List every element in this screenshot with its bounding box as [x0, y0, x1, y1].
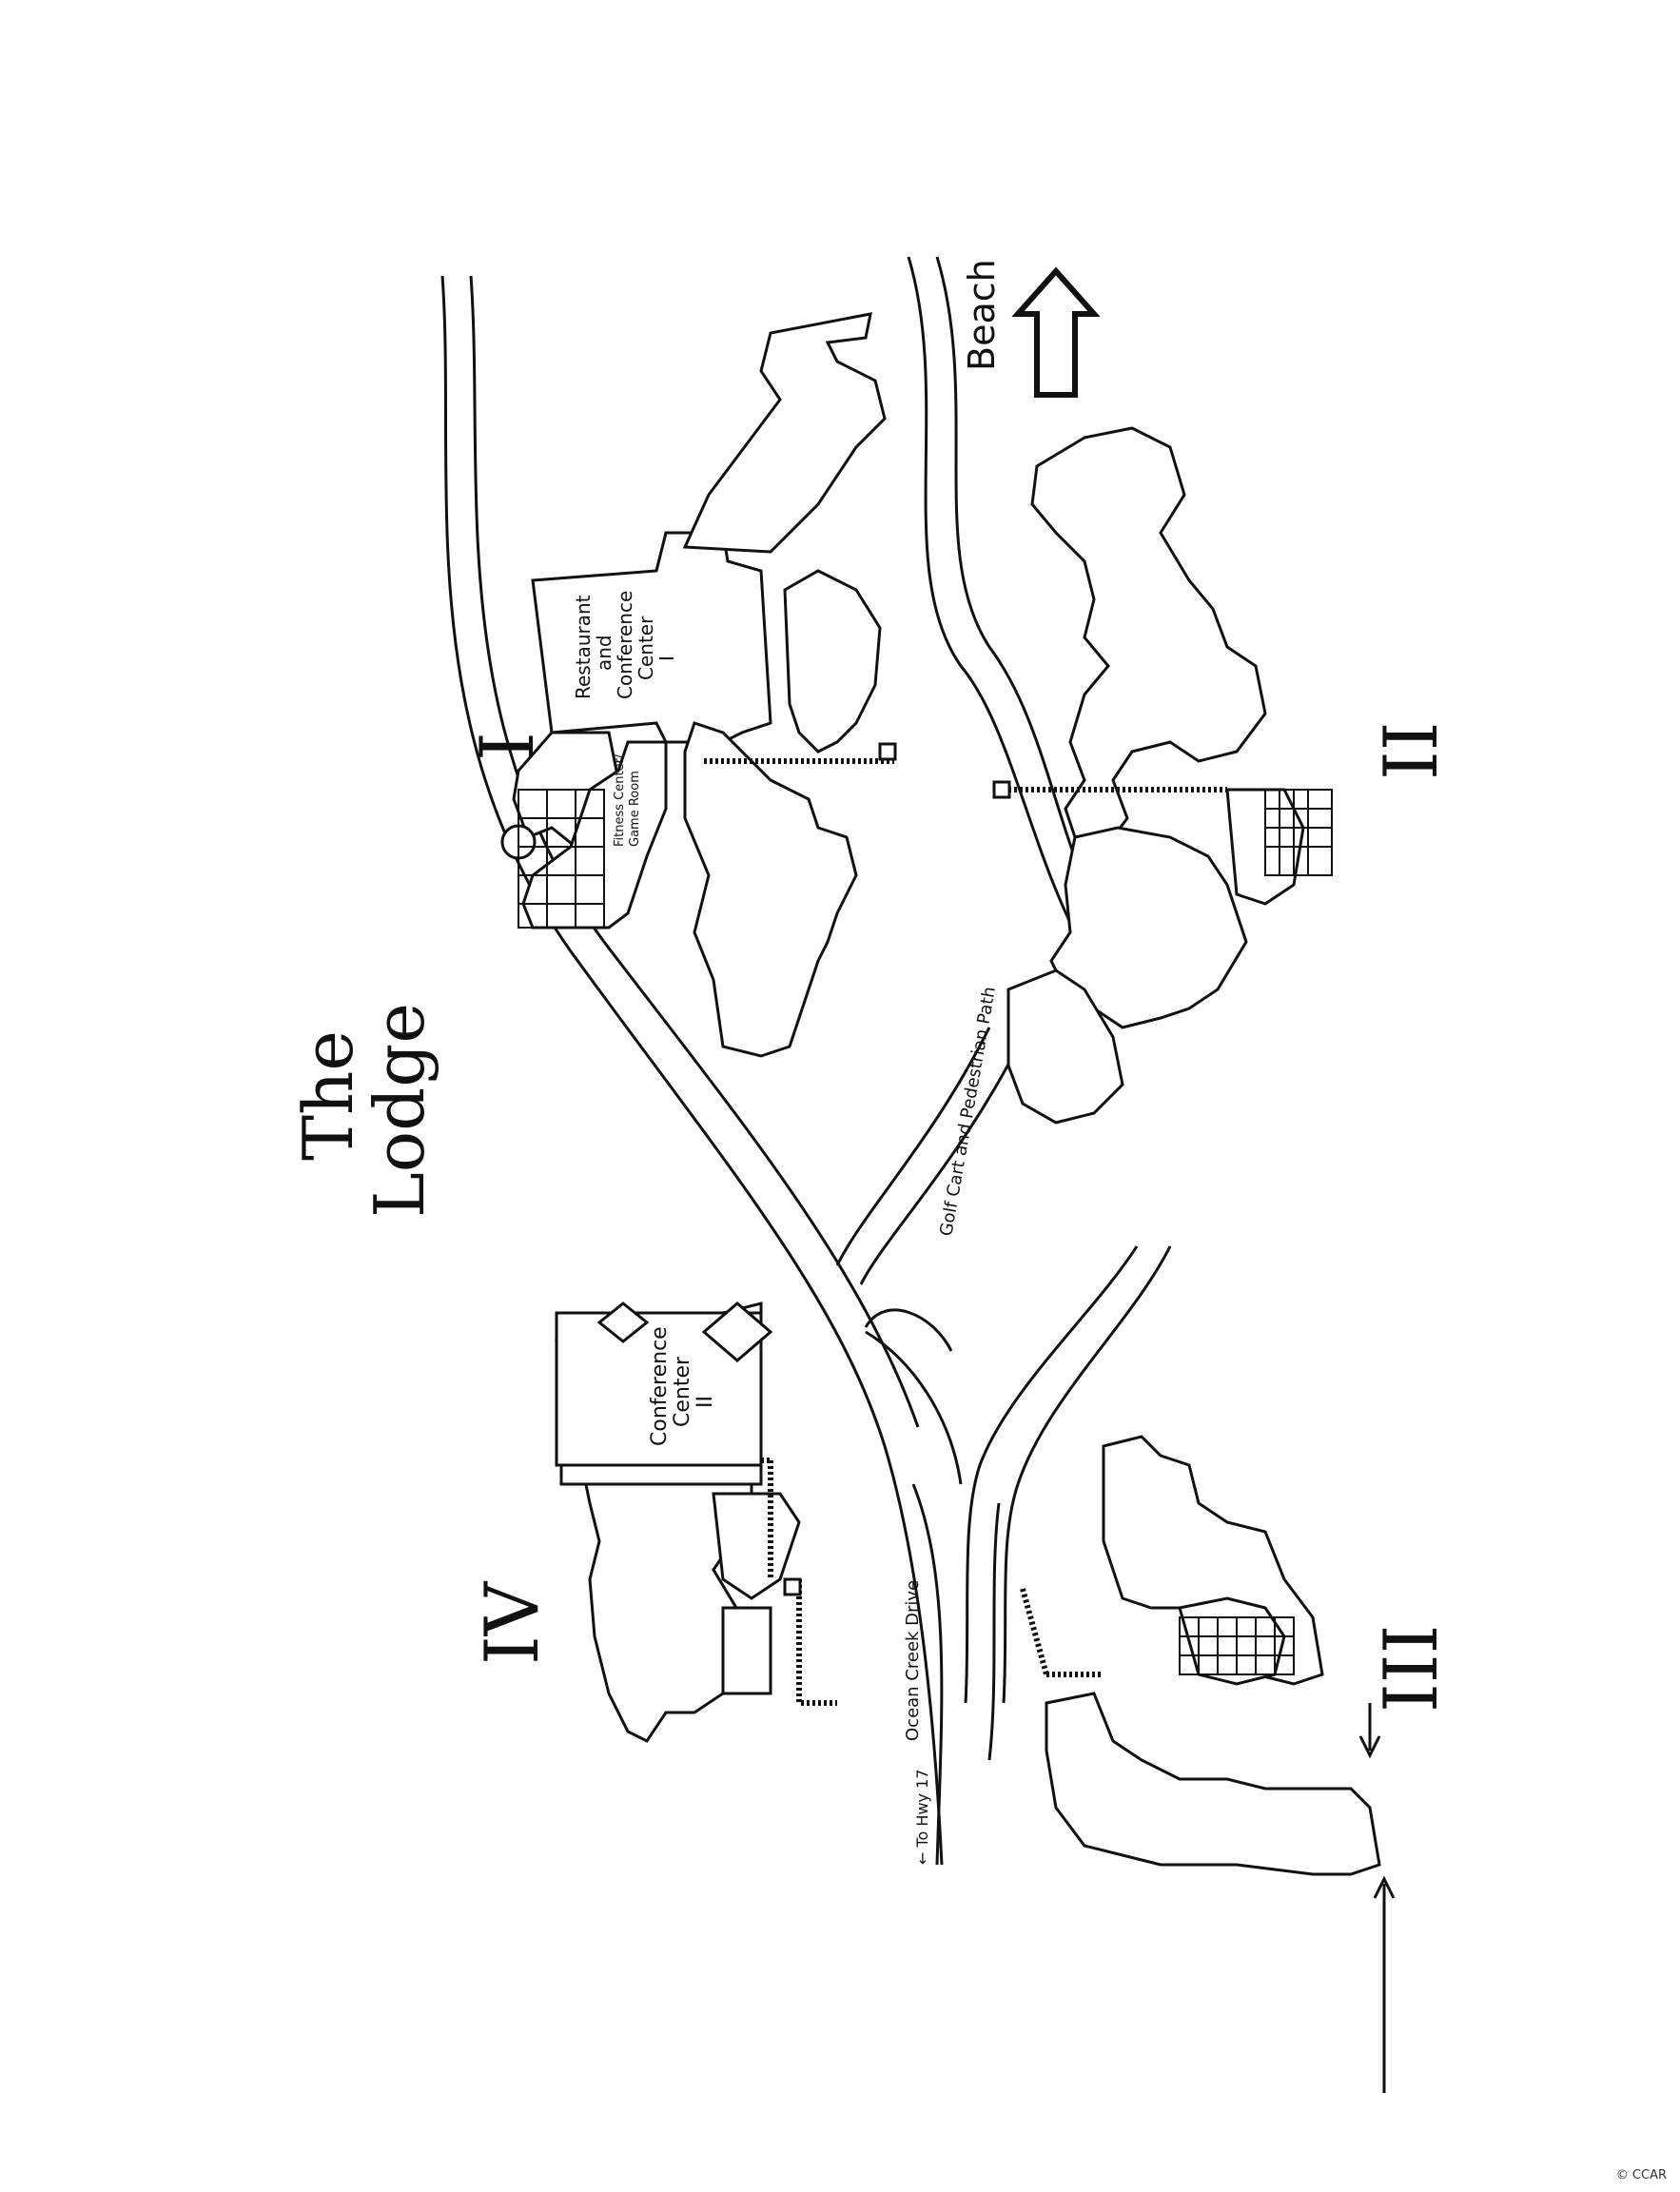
gate-marker [783, 1577, 802, 1596]
svg-text:Center: Center [635, 616, 657, 680]
svg-text:Lodge: Lodge [360, 1003, 440, 1218]
outlined-arrow-right-icon [1011, 266, 1101, 398]
section-three-walkway [1020, 1588, 1104, 1677]
plaza-grid [1264, 789, 1333, 876]
svg-text:II: II [693, 1396, 717, 1408]
pool-grid [1179, 1616, 1295, 1675]
conference-two-label: Conference Center II [648, 1326, 717, 1446]
section-two-buildings [1006, 426, 1305, 1125]
roads [440, 256, 1172, 1866]
pool-section-four [721, 1606, 772, 1695]
svg-text:Restaurant: Restaurant [572, 595, 595, 699]
to-hwy-label: ← To Hwy 17 [913, 1770, 931, 1865]
svg-text:The: The [288, 1030, 368, 1161]
beach-label: Beach [961, 259, 1003, 371]
title-label: The Lodge [288, 1003, 440, 1218]
gate-marker [878, 742, 897, 761]
svg-text:I: I [655, 656, 678, 661]
ocean-creek-label: Ocean Creek Drive [903, 1580, 923, 1741]
svg-text:Game Room: Game Room [628, 771, 642, 847]
restaurant-label: Restaurant and Conference Center I [572, 591, 678, 699]
arrow-down-icon [1358, 1703, 1381, 1759]
gate-marker [992, 780, 1011, 799]
section-two-label: II [1369, 721, 1455, 780]
svg-text:Fitness Center/: Fitness Center/ [613, 754, 627, 847]
svg-text:Center: Center [671, 1356, 694, 1427]
watermark: © CCAR [1615, 2168, 1667, 2182]
svg-text:Conference: Conference [614, 591, 636, 699]
fitness-grid [518, 789, 605, 929]
section-one-buildings [500, 312, 887, 1058]
svg-text:and: and [593, 635, 615, 671]
section-one-label: I [465, 732, 551, 761]
section-three-label: III [1369, 1625, 1455, 1712]
golf-path-label: Golf Cart and Pedestrian Path [936, 986, 1000, 1238]
fitness-label: Fitness Center/ Game Room [613, 754, 642, 847]
roof-diamond [596, 1302, 650, 1343]
arrow-up-icon [1373, 1875, 1396, 2093]
roof-diamond [701, 1302, 773, 1362]
section-four-label: IV [470, 1580, 556, 1665]
path-loop [864, 1308, 953, 1352]
section-three-buildings [1045, 1435, 1381, 1876]
svg-text:Conference: Conference [648, 1326, 672, 1446]
